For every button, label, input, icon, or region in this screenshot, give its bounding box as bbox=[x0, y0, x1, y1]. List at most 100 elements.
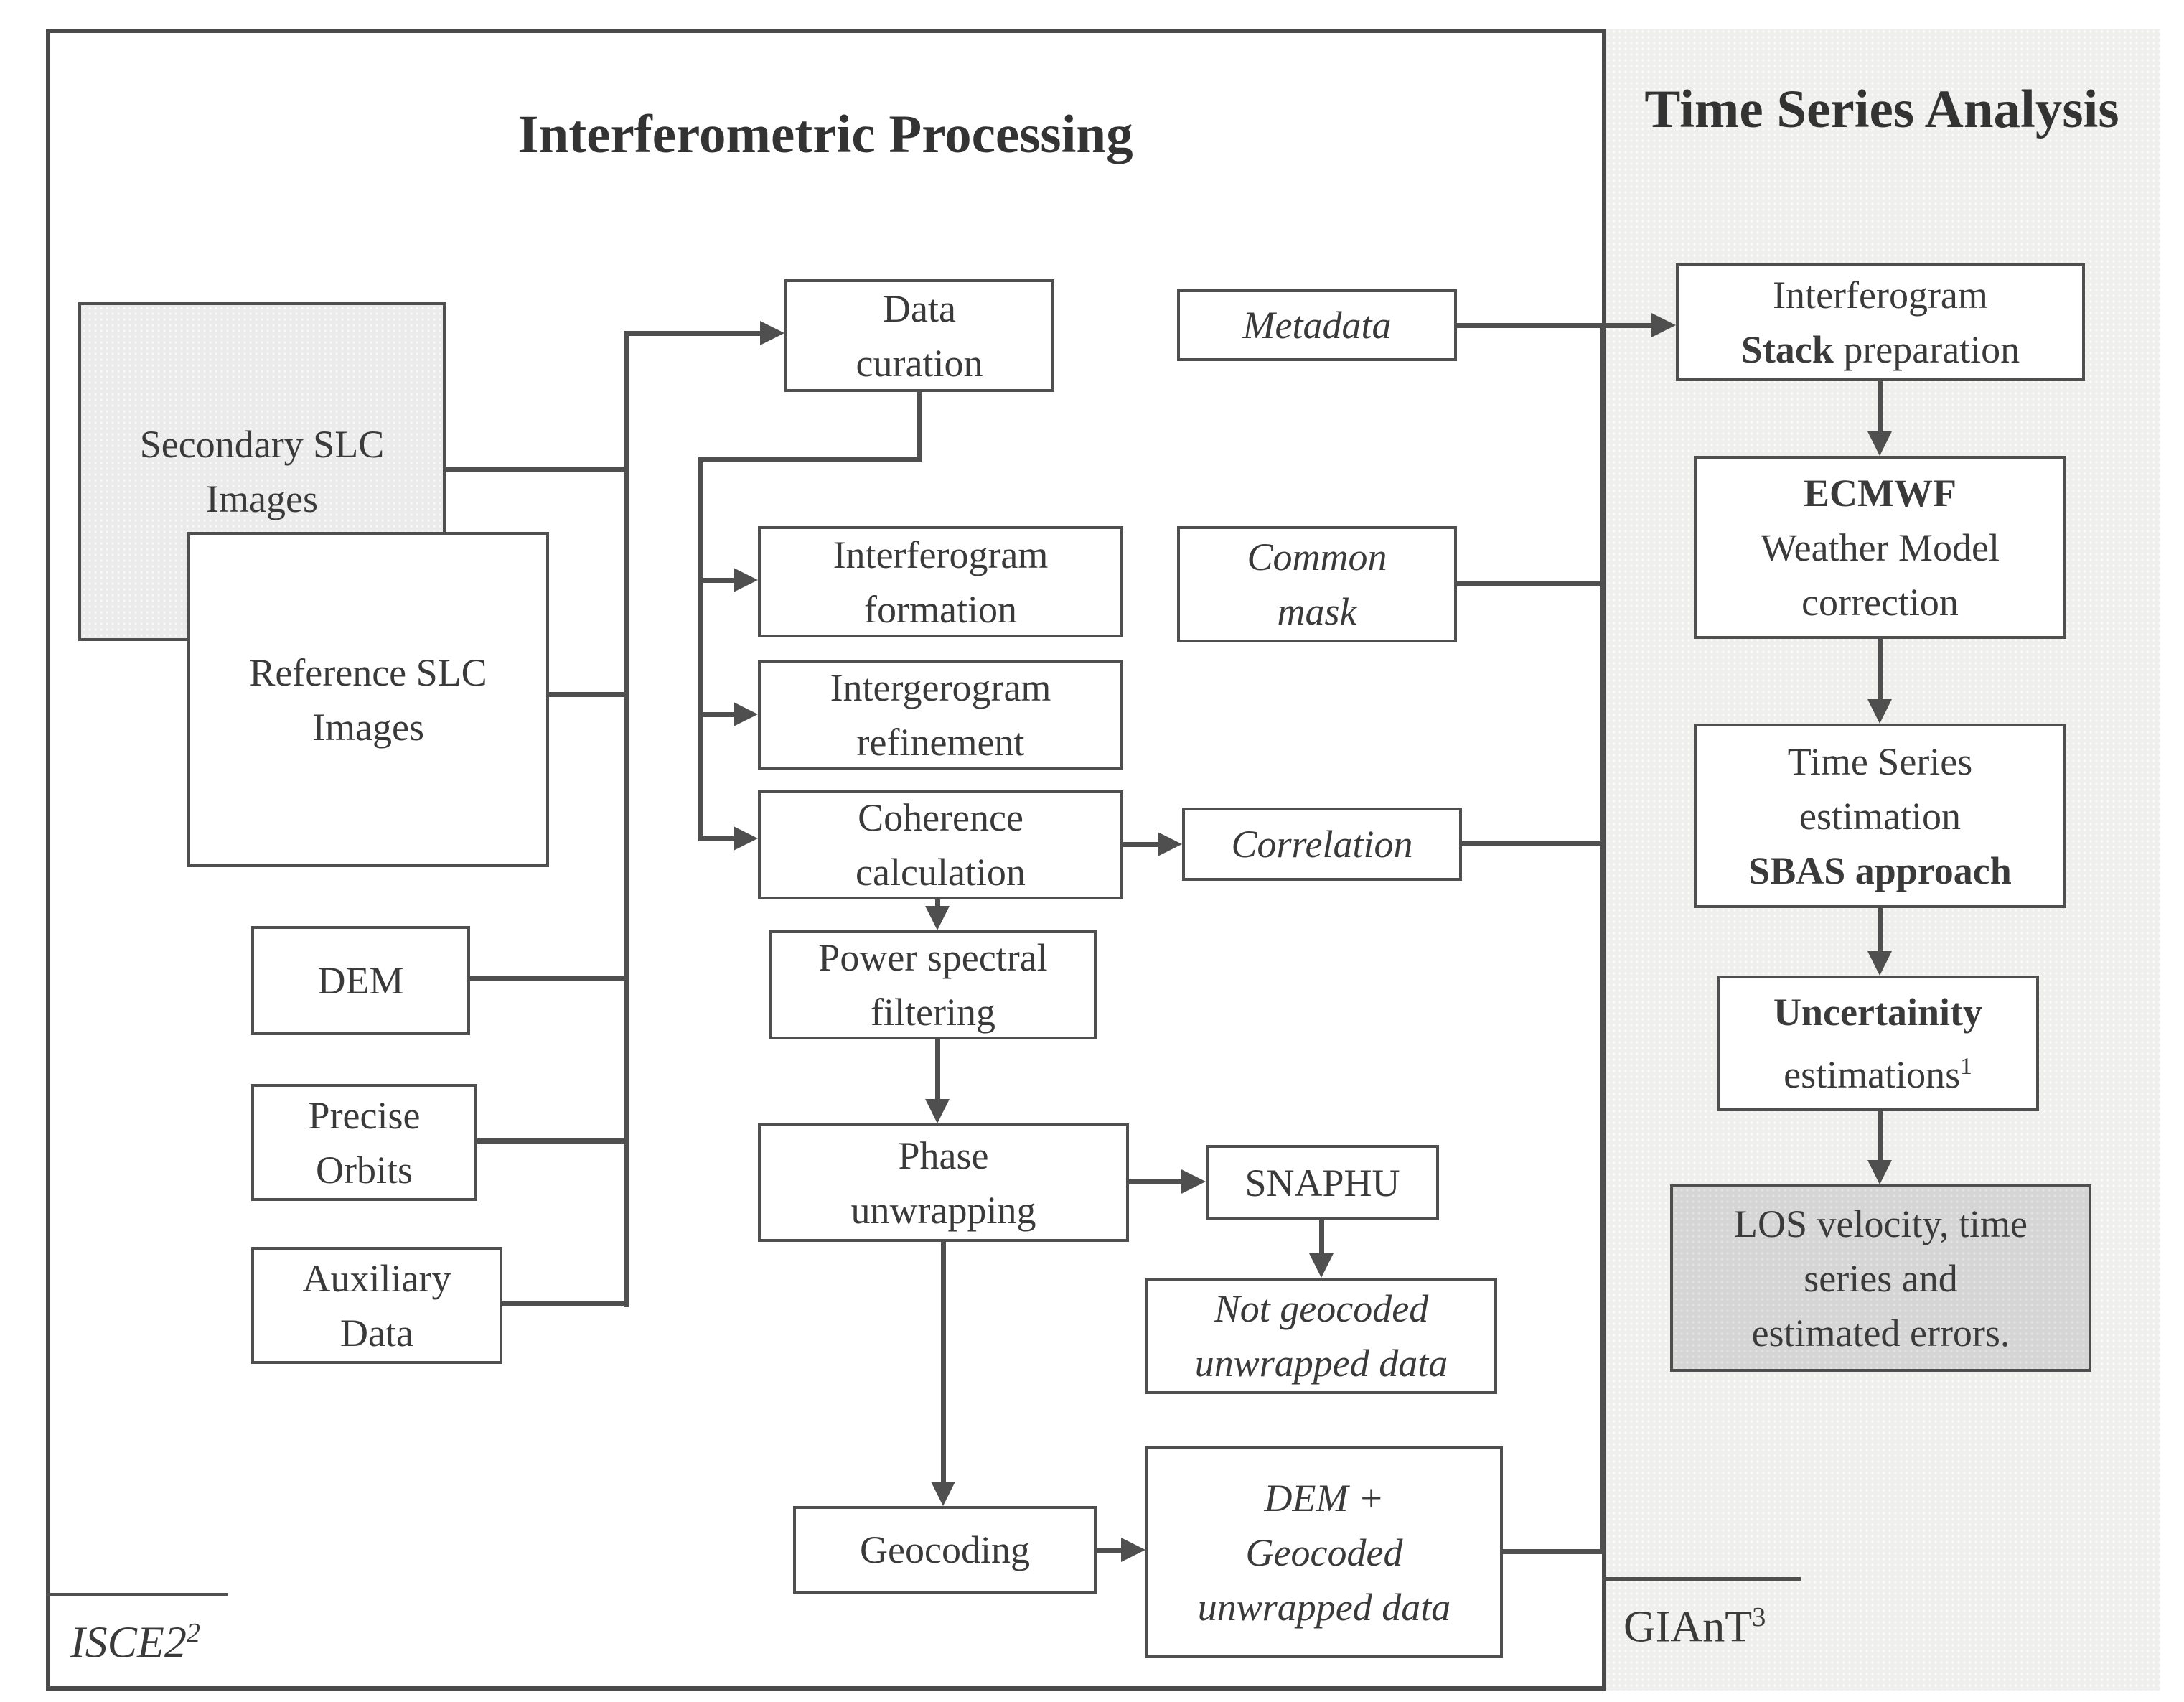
connector-branch-vertical bbox=[698, 457, 703, 841]
node-label-line: Precise bbox=[308, 1093, 421, 1137]
arrowhead-into-ecmwf bbox=[1867, 431, 1892, 456]
connector-coherence-to-filtering bbox=[935, 899, 940, 908]
section-title-interferometric-processing: Interferometric Processing bbox=[517, 105, 1133, 164]
connector-reference-to-collector bbox=[549, 692, 629, 697]
arrowhead-into-correlation bbox=[1158, 832, 1182, 856]
node-label-line: Time Series bbox=[1787, 739, 1973, 783]
node-label-line: Geocoding bbox=[860, 1528, 1030, 1571]
node-label-line: Geocoded bbox=[1245, 1530, 1403, 1574]
connector-unwrapping-to-snaphu bbox=[1129, 1179, 1181, 1184]
connector-unwrapping-to-geocoding bbox=[941, 1242, 946, 1482]
node-label-line: Coherence bbox=[858, 796, 1023, 839]
connector-geocoding-to-dem-geocoded bbox=[1097, 1548, 1121, 1553]
arrowhead-into-stack-preparation bbox=[1651, 313, 1676, 337]
connector-auxiliary-to-collector bbox=[502, 1301, 629, 1306]
node-label-line: Power spectral bbox=[818, 936, 1048, 979]
connector-uncertainity-to-los bbox=[1878, 1111, 1883, 1160]
connector-snaphu-to-not-geocoded bbox=[1319, 1220, 1324, 1253]
giant-footer-overline bbox=[1602, 1577, 1801, 1581]
node-label-line: Correlation bbox=[1231, 823, 1413, 866]
isce2-footer-label: ISCE22 bbox=[70, 1618, 201, 1668]
node-label-line: Not geocoded bbox=[1214, 1287, 1429, 1330]
footnote-superscript: 1 bbox=[1960, 1053, 1972, 1080]
node-label-line: Intergerogram bbox=[830, 666, 1051, 709]
connector-collector-to-data-curation bbox=[624, 331, 760, 336]
node-label-line: Orbits bbox=[316, 1148, 413, 1192]
connector-branch-to-formation bbox=[698, 578, 734, 583]
node-label-line: Common bbox=[1247, 536, 1387, 579]
connector-filtering-to-unwrapping bbox=[935, 1039, 940, 1099]
node-label-line: unwrapped data bbox=[1194, 1342, 1448, 1385]
arrowhead-into-formation bbox=[734, 568, 758, 592]
node-data-curation: Data curation bbox=[784, 279, 1054, 392]
node-label-line: refinement bbox=[856, 721, 1025, 764]
title-line: Time Series bbox=[1644, 80, 1915, 139]
node-correlation: Correlation bbox=[1182, 808, 1462, 881]
node-label-line: Interferogram bbox=[1773, 273, 1988, 317]
node-label-line: filtering bbox=[871, 991, 995, 1034]
node-label-line: estimation bbox=[1799, 794, 1961, 838]
node-label-line: Interferogram bbox=[833, 533, 1049, 576]
node-label-line: DEM bbox=[317, 959, 404, 1002]
arrowhead-into-estimation bbox=[1867, 699, 1892, 724]
node-label-line: curation bbox=[856, 341, 983, 385]
node-interferogram-formation: Interferogram formation bbox=[758, 526, 1123, 637]
connector-orbits-to-collector bbox=[477, 1138, 629, 1144]
node-time-series-estimation-sbas: Time Series estimation SBAS approach bbox=[1694, 724, 2066, 908]
connector-stack-to-ecmwf bbox=[1878, 381, 1883, 431]
connector-correlation-to-collector bbox=[1462, 841, 1605, 846]
node-label-line: unwrapping bbox=[850, 1188, 1036, 1232]
node-label-line: Reference SLC bbox=[249, 650, 487, 694]
node-metadata: Metadata bbox=[1177, 289, 1457, 361]
connector-estimation-to-uncertainity bbox=[1878, 908, 1883, 951]
connector-branch-to-coherence bbox=[698, 836, 734, 841]
connector-secondary-to-collector bbox=[446, 467, 629, 472]
node-not-geocoded-unwrapped-data: Not geocoded unwrapped data bbox=[1145, 1278, 1497, 1394]
node-label-line: SBAS approach bbox=[1748, 848, 2012, 892]
node-label-line: mask bbox=[1277, 590, 1357, 633]
isce2-footer-overline bbox=[46, 1593, 228, 1596]
node-label-line: Weather Model bbox=[1760, 525, 2000, 569]
arrowhead-into-geocoding bbox=[931, 1482, 955, 1506]
connector-right-collector bbox=[1600, 323, 1605, 1554]
node-label-line: Auxiliary bbox=[302, 1256, 451, 1300]
footnote-superscript: 3 bbox=[1752, 1602, 1766, 1632]
connector-data-curation-down bbox=[917, 392, 922, 462]
node-precise-orbits: Precise Orbits bbox=[251, 1084, 477, 1201]
node-label-line: Images bbox=[312, 705, 424, 749]
connector-metadata-to-stack bbox=[1457, 323, 1651, 328]
arrowhead-into-refinement bbox=[734, 702, 758, 726]
arrowhead-into-not-geocoded bbox=[1309, 1253, 1334, 1278]
node-label-line: Data bbox=[883, 286, 956, 330]
node-dem: DEM bbox=[251, 926, 470, 1035]
arrowhead-into-dem-geocoded bbox=[1121, 1538, 1145, 1562]
title-line: Analysis bbox=[1924, 80, 2119, 139]
connector-common-mask-to-collector bbox=[1457, 581, 1605, 586]
node-label-line: DEM + bbox=[1264, 1476, 1384, 1520]
node-los-velocity-output: LOS velocity, time series and estimated … bbox=[1670, 1184, 2091, 1372]
node-ecmwf-weather-model-correction: ECMWF Weather Model correction bbox=[1694, 456, 2066, 639]
giant-footer-label: GIAnT3 bbox=[1623, 1602, 1766, 1652]
connector-dem-to-collector bbox=[470, 976, 629, 981]
connector-left-collector bbox=[624, 331, 629, 1307]
connector-ecmwf-to-estimation bbox=[1878, 639, 1883, 699]
node-label-line: unwrapped data bbox=[1197, 1585, 1451, 1629]
node-auxiliary-data: Auxiliary Data bbox=[251, 1247, 502, 1364]
node-label-line: LOS velocity, time bbox=[1734, 1202, 2028, 1245]
node-label-line: Phase bbox=[898, 1133, 989, 1177]
node-label-line: formation bbox=[864, 587, 1017, 631]
arrowhead-into-filtering bbox=[925, 906, 950, 930]
node-label-line: Images bbox=[206, 477, 318, 520]
node-label-line: estimated errors. bbox=[1751, 1311, 2010, 1355]
node-label-line: Stack preparation bbox=[1740, 328, 2020, 371]
node-label-line: Uncertainity bbox=[1773, 991, 1982, 1034]
node-label-line: estimations1 bbox=[1784, 1053, 1972, 1096]
footnote-superscript: 2 bbox=[186, 1618, 201, 1648]
node-label-line: SNAPHU bbox=[1245, 1161, 1400, 1205]
node-label-line: Metadata bbox=[1242, 304, 1392, 347]
node-intergerogram-refinement: Intergerogram refinement bbox=[758, 660, 1123, 770]
node-phase-unwrapping: Phase unwrapping bbox=[758, 1123, 1129, 1242]
node-common-mask: Common mask bbox=[1177, 526, 1457, 642]
node-snaphu: SNAPHU bbox=[1206, 1145, 1439, 1220]
